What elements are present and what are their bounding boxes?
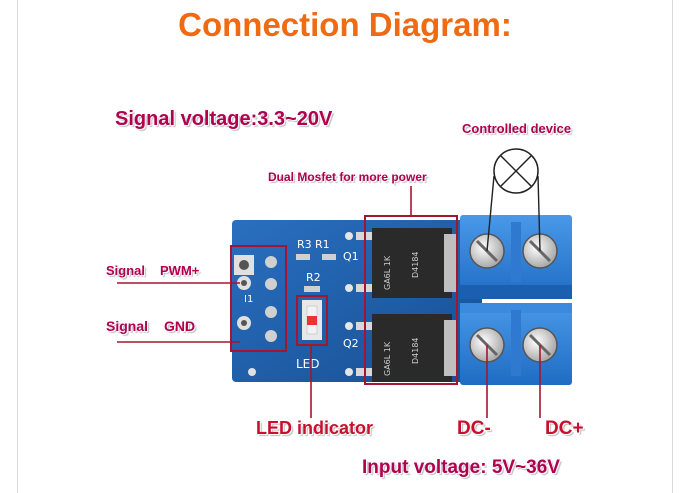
silk-q1: Q1 xyxy=(343,250,359,263)
dc-minus-label: DC- xyxy=(457,418,491,439)
signal-gnd-label-1: Signal xyxy=(106,318,149,334)
led-component xyxy=(302,300,322,340)
line-device-right xyxy=(537,175,541,252)
silk-r2: R2 xyxy=(306,271,321,284)
signal-gnd-label-2: GND xyxy=(164,318,196,334)
resistors xyxy=(296,254,336,292)
signal-voltage-label: Signal voltage:3.3~20V xyxy=(115,108,333,130)
left-frame-line xyxy=(17,0,18,493)
mosfet1-marking-a: GA6L 1K xyxy=(383,255,392,290)
mosfet-q1 xyxy=(345,228,456,298)
input-voltage-label: Input voltage: 5V~36V xyxy=(362,457,560,478)
silk-led: LED xyxy=(296,357,320,371)
dual-mosfet-label: Dual Mosfet for more power xyxy=(268,170,427,184)
led-indicator-label: LED indicator xyxy=(256,418,374,438)
mosfet2-marking-a: GA6L 1K xyxy=(383,341,392,376)
silk-r3: R3 xyxy=(297,238,312,251)
lamp-symbol-icon xyxy=(493,148,539,194)
mosfet2-marking-b: D4184 xyxy=(411,337,420,364)
right-frame-line xyxy=(672,0,673,493)
dc-plus-label: DC+ xyxy=(545,418,584,439)
signal-pwm-label-1: Signal xyxy=(106,263,146,278)
terminal-block-bottom xyxy=(460,303,572,385)
signal-header-pads xyxy=(234,255,277,376)
controlled-device-label: Controlled device xyxy=(462,121,572,136)
highlight-signal-header xyxy=(230,245,287,352)
mosfet-q2 xyxy=(345,314,456,382)
mosfet1-marking-b: D4184 xyxy=(411,251,420,278)
highlight-led xyxy=(296,295,328,346)
silk-q2: Q2 xyxy=(343,337,359,350)
signal-pwm-label-2: PWM+ xyxy=(160,263,200,278)
silk-i1: I1 xyxy=(244,294,253,305)
line-device-left xyxy=(486,175,495,252)
silk-r1: R1 xyxy=(315,238,330,251)
page-title: Connection Diagram: xyxy=(178,6,512,43)
